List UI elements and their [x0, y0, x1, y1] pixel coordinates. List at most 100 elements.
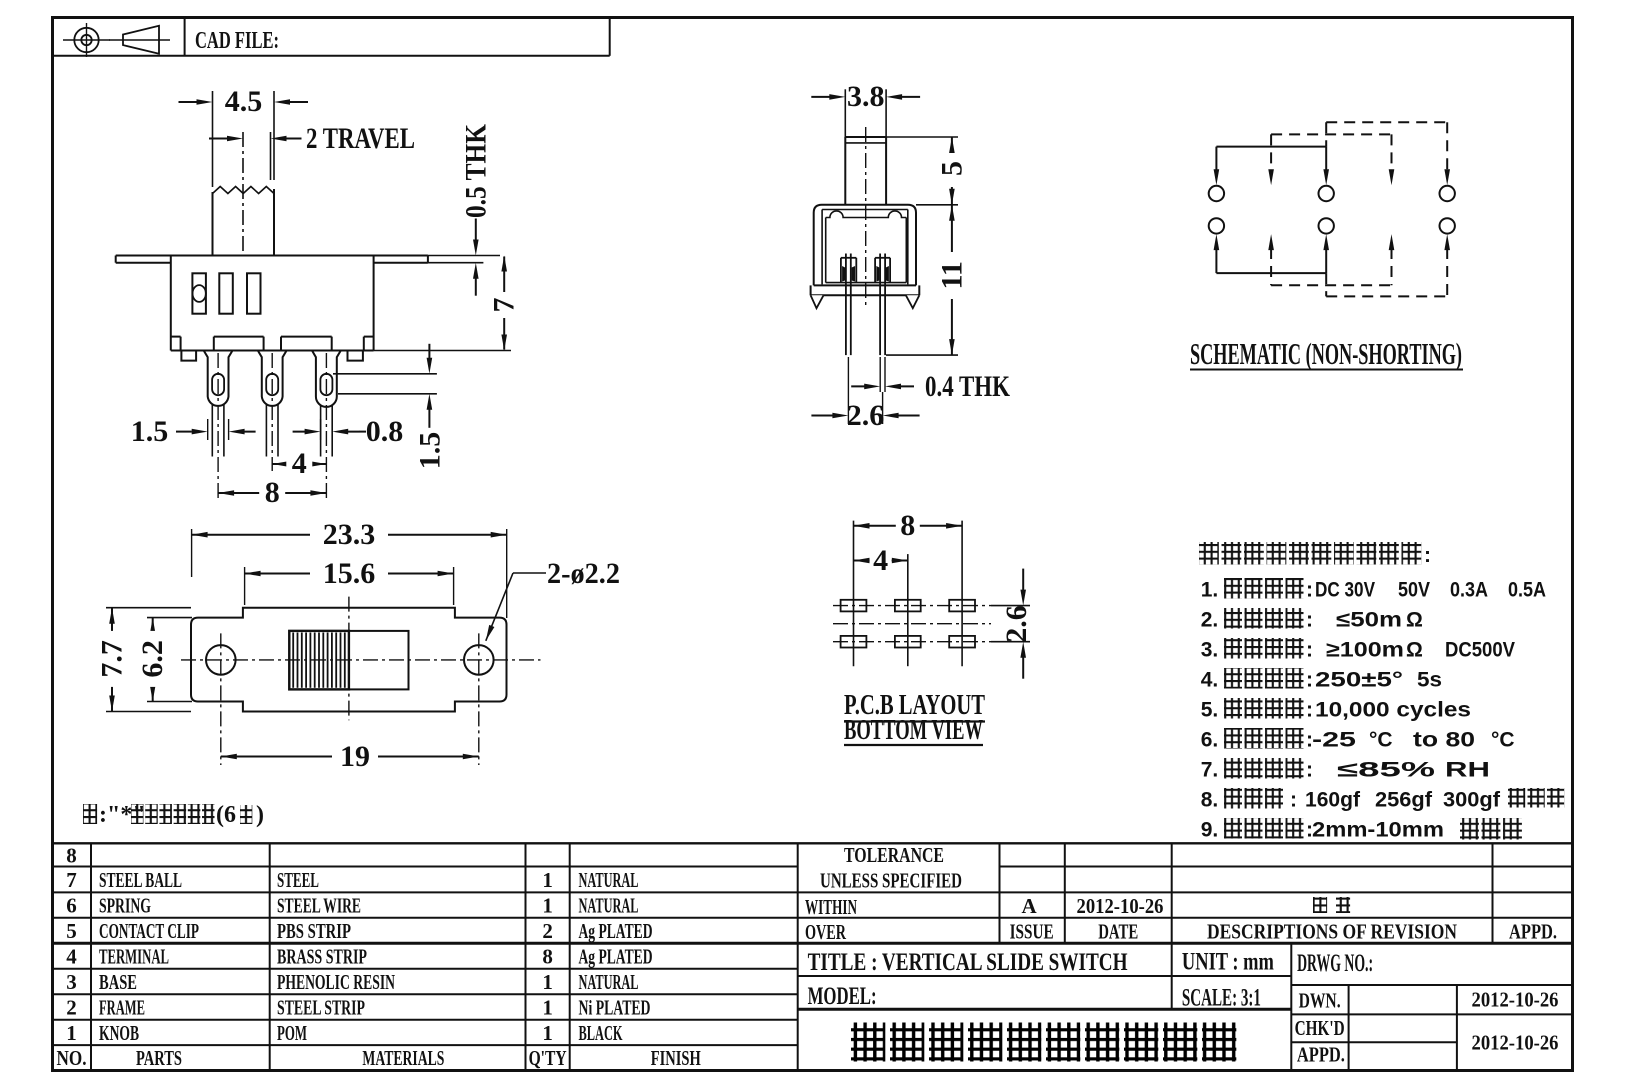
svg-text:SCALE: 3:1: SCALE: 3:1	[1182, 985, 1261, 1012]
svg-text:°C: °C	[1369, 729, 1393, 752]
svg-text:1: 1	[66, 1021, 77, 1045]
svg-text:APPD.: APPD.	[1509, 920, 1557, 944]
svg-text:160gf: 160gf	[1305, 789, 1361, 812]
svg-text:SCHEMATIC (NON-SHORTING): SCHEMATIC (NON-SHORTING)	[1190, 336, 1462, 371]
svg-text:256gf: 256gf	[1375, 789, 1433, 812]
svg-text:4.5: 4.5	[225, 85, 263, 118]
svg-text:2: 2	[542, 919, 553, 943]
svg-text:OVER: OVER	[805, 920, 847, 944]
svg-text:TOLERANCE: TOLERANCE	[844, 843, 944, 867]
svg-text:6.2: 6.2	[136, 640, 169, 678]
svg-text:STEEL STRIP: STEEL STRIP	[277, 996, 365, 1020]
svg-text:1.: 1.	[1201, 579, 1219, 602]
svg-text:6: 6	[66, 894, 77, 918]
svg-text:2.: 2.	[1201, 609, 1219, 632]
svg-text:NATURAL: NATURAL	[579, 868, 639, 892]
svg-text:Ω: Ω	[1406, 609, 1423, 632]
svg-text:10,000 cycles: 10,000 cycles	[1315, 699, 1471, 722]
svg-text:Ag PLATED: Ag PLATED	[579, 919, 653, 943]
svg-text:1: 1	[542, 868, 553, 892]
svg-text:°C: °C	[1491, 729, 1515, 752]
svg-text:CAD FILE:: CAD FILE:	[195, 28, 279, 54]
svg-text::: :	[1290, 789, 1297, 812]
svg-text::: :	[1424, 544, 1431, 567]
svg-text:STEEL WIRE: STEEL WIRE	[277, 894, 361, 918]
svg-text:DC 30V: DC 30V	[1315, 579, 1375, 602]
svg-text::: :	[1306, 609, 1313, 632]
svg-text::: :	[1306, 729, 1313, 752]
svg-text:Q'TY: Q'TY	[529, 1046, 567, 1070]
svg-text:WITHIN: WITHIN	[805, 895, 857, 919]
svg-text:0.4 THK: 0.4 THK	[925, 370, 1011, 403]
svg-text:7: 7	[66, 868, 77, 892]
svg-text:8.: 8.	[1201, 789, 1219, 812]
svg-text:SPRING: SPRING	[99, 894, 151, 918]
svg-text:5: 5	[66, 919, 77, 943]
svg-text::: :	[1306, 579, 1313, 602]
svg-text:MATERIALS: MATERIALS	[362, 1046, 444, 1070]
svg-text::: :	[1306, 669, 1313, 692]
svg-text:KNOB: KNOB	[99, 1021, 139, 1045]
svg-text:NATURAL: NATURAL	[579, 894, 639, 918]
svg-text:2: 2	[66, 996, 77, 1020]
svg-text:2.6: 2.6	[847, 399, 885, 432]
svg-text:FRAME: FRAME	[99, 996, 145, 1020]
svg-text:BASE: BASE	[99, 970, 137, 994]
svg-text:to 80: to 80	[1413, 729, 1475, 752]
svg-text:2012-10-26: 2012-10-26	[1077, 894, 1164, 918]
svg-text:8: 8	[66, 843, 77, 867]
svg-text:P.C.B LAYOUT: P.C.B LAYOUT	[844, 690, 985, 721]
svg-text:4: 4	[66, 945, 77, 969]
svg-text:23.3: 23.3	[323, 518, 376, 551]
svg-text:≤85%: ≤85%	[1337, 759, 1436, 782]
svg-text:NATURAL: NATURAL	[579, 970, 639, 994]
svg-text:2-ø2.2: 2-ø2.2	[547, 557, 620, 590]
svg-text:3.: 3.	[1201, 639, 1219, 662]
svg-text:5s: 5s	[1417, 669, 1442, 692]
svg-text:4: 4	[292, 447, 307, 480]
svg-text:15.6: 15.6	[323, 557, 376, 590]
svg-text:PHENOLIC RESIN: PHENOLIC RESIN	[277, 970, 395, 994]
svg-text:Ni PLATED: Ni PLATED	[579, 996, 651, 1020]
svg-text:A: A	[1022, 894, 1038, 918]
svg-text:9.: 9.	[1201, 819, 1219, 842]
svg-text:8: 8	[542, 945, 553, 969]
svg-text:4: 4	[873, 544, 888, 577]
svg-text:BLACK: BLACK	[579, 1021, 623, 1045]
svg-text:3: 3	[66, 970, 77, 994]
svg-text:1: 1	[542, 1021, 553, 1045]
svg-text:2012-10-26: 2012-10-26	[1472, 988, 1559, 1012]
svg-text:NO.: NO.	[57, 1046, 87, 1070]
svg-text:1: 1	[542, 894, 553, 918]
svg-text::: :	[1306, 759, 1313, 782]
svg-text:STEEL BALL: STEEL BALL	[99, 868, 182, 892]
svg-text:PARTS: PARTS	[136, 1046, 182, 1070]
svg-text:2 TRAVEL: 2 TRAVEL	[306, 122, 415, 155]
svg-text:1: 1	[542, 970, 553, 994]
svg-text:1.5: 1.5	[131, 415, 169, 448]
svg-text:Ω: Ω	[1406, 639, 1423, 662]
svg-text:3.8: 3.8	[847, 80, 885, 113]
svg-text:TERMINAL: TERMINAL	[99, 945, 169, 969]
svg-text:MODEL:: MODEL:	[808, 983, 877, 1010]
svg-text::: :	[1306, 639, 1313, 662]
svg-text:): )	[256, 802, 264, 828]
svg-text:Ag PLATED: Ag PLATED	[579, 945, 653, 969]
svg-text:7.7: 7.7	[96, 640, 129, 678]
svg-text:UNIT : mm: UNIT : mm	[1182, 949, 1274, 976]
svg-text:CHK'D: CHK'D	[1295, 1016, 1345, 1040]
svg-text:DESCRIPTIONS OF REVISION: DESCRIPTIONS OF REVISION	[1207, 920, 1457, 944]
svg-text:6.: 6.	[1201, 729, 1219, 752]
svg-text:4.: 4.	[1201, 669, 1219, 692]
svg-text::: :	[1306, 699, 1313, 722]
svg-text:BRASS STRIP: BRASS STRIP	[277, 945, 367, 969]
svg-text:DWN.: DWN.	[1299, 989, 1341, 1013]
svg-text:UNLESS SPECIFIED: UNLESS SPECIFIED	[820, 869, 962, 893]
svg-text:50V: 50V	[1398, 579, 1430, 602]
svg-text:250±5°: 250±5°	[1315, 669, 1403, 692]
svg-text:1.5: 1.5	[413, 432, 446, 470]
svg-text:2012-10-26: 2012-10-26	[1472, 1031, 1559, 1055]
svg-text:5.: 5.	[1201, 699, 1219, 722]
svg-text:DC500V: DC500V	[1445, 639, 1515, 662]
svg-text:5: 5	[935, 161, 968, 176]
